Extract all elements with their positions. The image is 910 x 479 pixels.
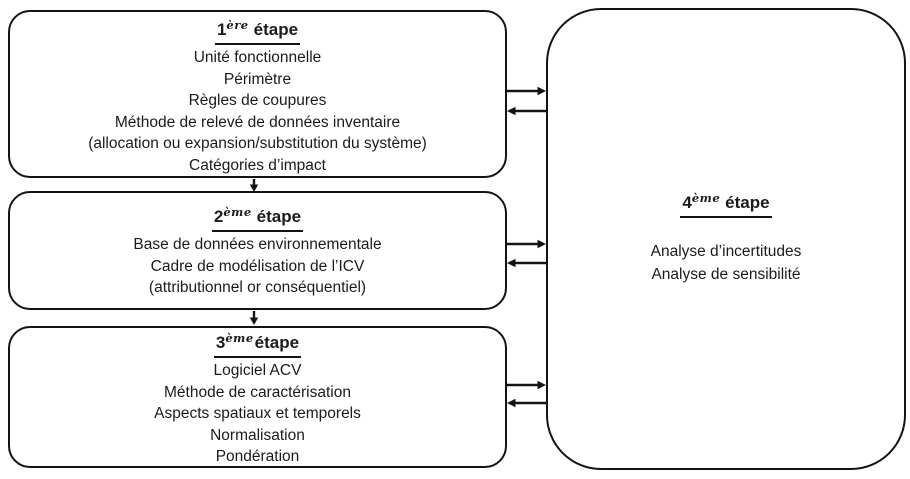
step-1-line-4: Méthode de relevé de données inventaire xyxy=(114,113,401,131)
arrow-step2-to-step3 xyxy=(249,311,259,325)
step-1-line-1: Unité fonctionnelle xyxy=(193,49,322,66)
step-3-line-1: Logiciel ACV xyxy=(213,362,302,379)
step-2-title-num: 2 xyxy=(213,207,224,226)
step-1-title: 1ère étape xyxy=(10,18,505,45)
step-4-title-underline: 4ème étape xyxy=(680,191,772,218)
step-1-line-3: Règles de coupures xyxy=(188,92,327,110)
step-2-line-3: (attributionnel or conséquentiel) xyxy=(148,279,367,297)
step-3-title-rest: étape xyxy=(254,333,300,352)
step-2-box: 2ème étape Base de données environnementa… xyxy=(8,191,507,310)
step-3-line-5: Pondération xyxy=(215,448,300,466)
step-2-line-2: Cadre de modélisation de l’ICV xyxy=(150,257,365,275)
step-1-line-6: Catégories d’impact xyxy=(189,156,326,174)
step-4-line-1: Analyse d’incertitudes xyxy=(650,243,802,260)
step-3-title: 3èmeétape xyxy=(10,331,505,358)
arrow-step2-to-step4-right xyxy=(507,239,546,249)
step-1-line-2: Périmètre xyxy=(223,70,292,88)
step-2-title-underline: 2ème étape xyxy=(211,205,304,232)
step-1-line-5: (allocation ou expansion/substitution du… xyxy=(88,135,427,153)
step-1-title-underline: 1ère étape xyxy=(214,18,301,45)
step-3-line-2: Méthode de caractérisation xyxy=(164,383,351,401)
step-4-title-rest: étape xyxy=(725,193,770,212)
step-4-box: 4ème étape Analyse d’incertitudes Analyse… xyxy=(546,8,906,470)
step-3-title-sup: ème xyxy=(225,331,254,345)
step-1-title-num: 1 xyxy=(216,20,227,39)
step-2-line-1: Base de données environnementale xyxy=(133,236,382,253)
step-1-title-rest: étape xyxy=(253,20,299,39)
step-3-line-4: Normalisation xyxy=(210,426,305,444)
arrow-step4-to-step1-left xyxy=(507,106,546,116)
step-3-line-3: Aspects spatiaux et temporels xyxy=(154,405,361,423)
arrow-step4-to-step3-left xyxy=(507,398,546,408)
arrow-step3-to-step4-right xyxy=(507,380,546,390)
arrow-step1-to-step4-right xyxy=(507,86,546,96)
step-2-title-sup: ème xyxy=(223,205,252,219)
step-4-title: 4ème étape xyxy=(680,191,772,218)
step-3-title-num: 3 xyxy=(215,333,226,352)
step-4-title-sup: ème xyxy=(691,191,721,205)
arrow-step4-to-step2-left xyxy=(507,258,546,268)
step-2-title: 2ème étape xyxy=(10,205,505,232)
step-4-line-2: Analyse de sensibilité xyxy=(651,266,801,283)
step-4-title-num: 4 xyxy=(682,193,692,212)
step-1-title-sup: ère xyxy=(226,18,249,32)
step-3-box: 3èmeétape Logiciel ACV Méthode de caract… xyxy=(8,326,507,468)
step-2-title-rest: étape xyxy=(256,207,302,226)
step-3-title-underline: 3èmeétape xyxy=(213,331,302,358)
